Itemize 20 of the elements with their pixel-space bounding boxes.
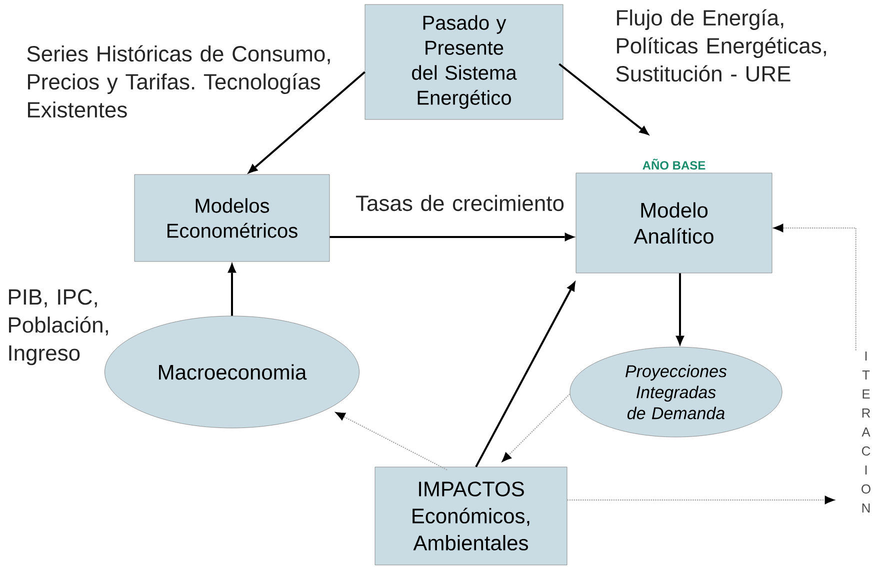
arrow — [330, 232, 576, 242]
edge-label: Series Históricas de Consumo, Precios y Tarifas. Tecnologías Existentes — [27, 45, 330, 118]
process-box: Modelos Econométricos — [134, 174, 330, 262]
process-box: Modelo Analítico — [576, 172, 772, 274]
process-box: Pasado y Presente del Sistema Energético — [364, 4, 564, 120]
arrow — [772, 224, 856, 350]
arrow — [558, 63, 650, 136]
vertical-text: ITERACION — [862, 352, 870, 512]
arrow — [676, 273, 685, 347]
arrow — [567, 496, 836, 504]
arrow — [501, 394, 570, 463]
caption-label: AÑO BASE — [642, 158, 706, 170]
arrow — [475, 280, 576, 468]
arrow — [247, 71, 366, 174]
edge-label: Tasas de crecimiento — [356, 194, 564, 212]
arrow — [228, 262, 236, 316]
process-box: IMPACTOS Económicos, Ambientales — [374, 466, 568, 566]
edge-label: Flujo de Energía, Políticas Energéticas, Sustitución - URE — [616, 9, 826, 82]
arrow — [334, 412, 448, 470]
ellipse-node: Proyecciones Integradas de Demanda — [570, 346, 782, 438]
